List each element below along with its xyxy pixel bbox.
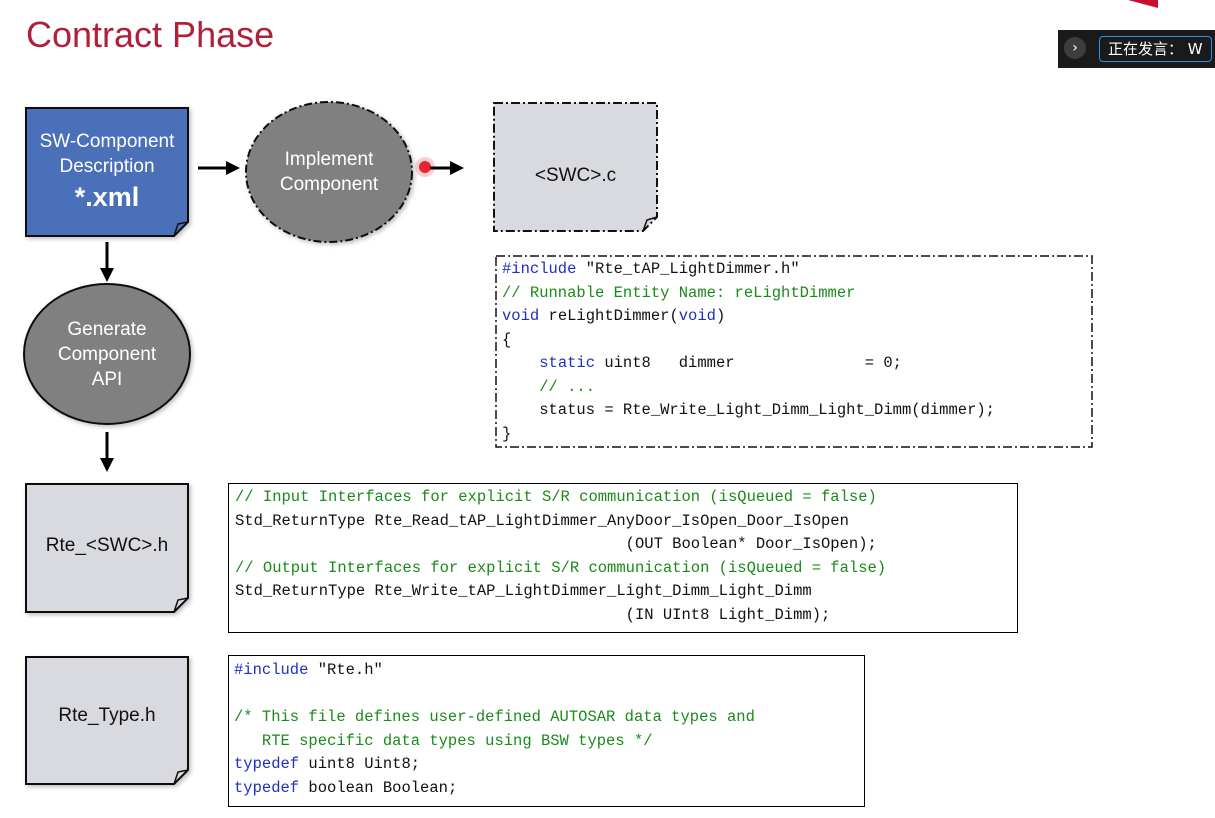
swc-c-fold (642, 216, 658, 232)
rte-swc-h-label: Rte_<SWC>.h (26, 520, 188, 570)
swc-description-line1: SW-Component (39, 131, 175, 152)
arrow-implement-to-c-head (450, 161, 464, 175)
code-text: status = Rte_Write_Light_Dimm_Light_Dimm… (502, 401, 995, 419)
swc-description-document (25, 107, 189, 237)
code-line: Std_ReturnType Rte_Read_tAP_LightDimmer_… (235, 510, 1017, 534)
arrow-generate-to-rte-h-head (100, 458, 114, 472)
chevron-right-icon[interactable]: › (1064, 37, 1086, 59)
code-line: void reLightDimmer(void) (502, 305, 1088, 329)
code-comment: // Runnable Entity Name: reLightDimmer (502, 283, 856, 302)
rte-type-h-filename: Rte_Type.h (58, 704, 156, 726)
code-text: uint8 Uint8; (299, 755, 421, 773)
page-title: Contract Phase (26, 14, 275, 55)
code-text: "Rte.h" (308, 661, 383, 679)
swc-c-document (493, 102, 658, 232)
generate-line3: API (91, 368, 123, 390)
rte-type-h-label: Rte_Type.h (26, 690, 188, 740)
swc-description-line3: *.xml (74, 182, 140, 212)
swc-description-fold (173, 221, 189, 237)
speaker-label: 正在发言： W (1099, 36, 1212, 62)
generate-api-label: Generate Component API (24, 306, 190, 402)
code-line: typedef uint8 Uint8; (234, 753, 864, 777)
code-line: // Output Interfaces for explicit S/R co… (235, 557, 1017, 581)
code-text: { (502, 330, 512, 349)
arrow-description-to-generate-head (100, 268, 114, 282)
speaker-indicator-bar[interactable]: › 正在发言： W (1058, 30, 1215, 68)
code-line: RTE specific data types using BSW types … (234, 730, 864, 754)
code-keyword: void (678, 307, 716, 325)
code-line: status = Rte_Write_Light_Dimm_Light_Dimm… (502, 399, 1088, 423)
swc-description-line2: Description (59, 156, 155, 177)
code-line: { (502, 329, 1088, 353)
code-comment: RTE specific data types using BSW types … (234, 731, 653, 750)
code-line: (OUT Boolean* Door_IsOpen); (235, 533, 1017, 557)
code-line: // Runnable Entity Name: reLightDimmer (502, 282, 1088, 306)
code-text: uint8 dimmer = 0; (595, 354, 902, 372)
code-line: /* This file defines user-defined AUTOSA… (234, 706, 864, 730)
code-line: typedef boolean Boolean; (234, 777, 864, 801)
code-text: "Rte_tAP_LightDimmer.h" (576, 260, 800, 278)
swc-c-label: <SWC>.c (494, 150, 657, 200)
code-line: (IN UInt8 Light_Dimm); (235, 604, 1017, 628)
code-keyword: static (539, 354, 596, 372)
code-comment: // ... (539, 377, 596, 396)
code-text: ) (715, 307, 726, 325)
code-line: #include "Rte_tAP_LightDimmer.h" (502, 258, 1088, 282)
rte-swc-h-filename: Rte_<SWC>.h (45, 534, 169, 556)
rte-type-h-code-block: #include "Rte.h" /* This file defines us… (228, 655, 865, 807)
implement-line1: Implement (284, 149, 374, 170)
slide-corner-accent (1128, 0, 1158, 8)
rte-type-h-fold (173, 769, 189, 785)
code-keyword: typedef (234, 755, 300, 773)
code-text: boolean Boolean; (299, 778, 458, 797)
laser-pointer-dot (419, 161, 431, 173)
code-comment: // Output Interfaces for explicit S/R co… (235, 558, 887, 577)
code-line (234, 683, 864, 707)
rte-swc-h-code-block: // Input Interfaces for explicit S/R com… (228, 483, 1018, 633)
code-line: #include "Rte.h" (234, 659, 864, 683)
generate-line2: Component (57, 343, 157, 365)
implement-component-label: Implement Component (246, 122, 412, 222)
code-keyword: void (502, 307, 540, 325)
arrow-description-to-implement-head (226, 161, 240, 175)
rte-swc-h-fold (173, 597, 189, 613)
implement-line2: Component (279, 174, 379, 195)
code-keyword: #include (502, 260, 577, 278)
swc-c-code-block: #include "Rte_tAP_LightDimmer.h"// Runna… (502, 258, 1088, 444)
code-text (502, 354, 539, 372)
code-comment: /* This file defines user-defined AUTOSA… (234, 708, 755, 726)
code-text: (IN UInt8 Light_Dimm); (235, 605, 831, 624)
code-line: Std_ReturnType Rte_Write_tAP_LightDimmer… (235, 580, 1017, 604)
code-line: static uint8 dimmer = 0; (502, 352, 1088, 376)
code-text: (OUT Boolean* Door_IsOpen); (235, 535, 877, 553)
code-text (502, 378, 539, 396)
code-text: Std_ReturnType Rte_Read_tAP_LightDimmer_… (235, 511, 849, 530)
rte-swc-h-document (25, 483, 189, 613)
code-text: } (502, 424, 512, 443)
code-line: // Input Interfaces for explicit S/R com… (235, 486, 1017, 510)
code-line: } (502, 423, 1088, 445)
swc-c-filename: <SWC>.c (534, 164, 617, 186)
code-keyword: typedef (234, 778, 300, 797)
generate-api-ellipse (23, 283, 191, 425)
swc-description-label: SW-Component Description *.xml (26, 118, 188, 226)
laser-pointer-glow (415, 157, 435, 177)
code-keyword: #include (234, 661, 309, 679)
code-comment: // Input Interfaces for explicit S/R com… (235, 488, 877, 506)
implement-component-ellipse (245, 101, 413, 243)
generate-line1: Generate (67, 318, 147, 340)
code-line: // ... (502, 376, 1088, 400)
code-text: Std_ReturnType Rte_Write_tAP_LightDimmer… (235, 582, 812, 600)
code-text: reLightDimmer( (539, 307, 679, 325)
rte-type-h-document (25, 656, 189, 785)
